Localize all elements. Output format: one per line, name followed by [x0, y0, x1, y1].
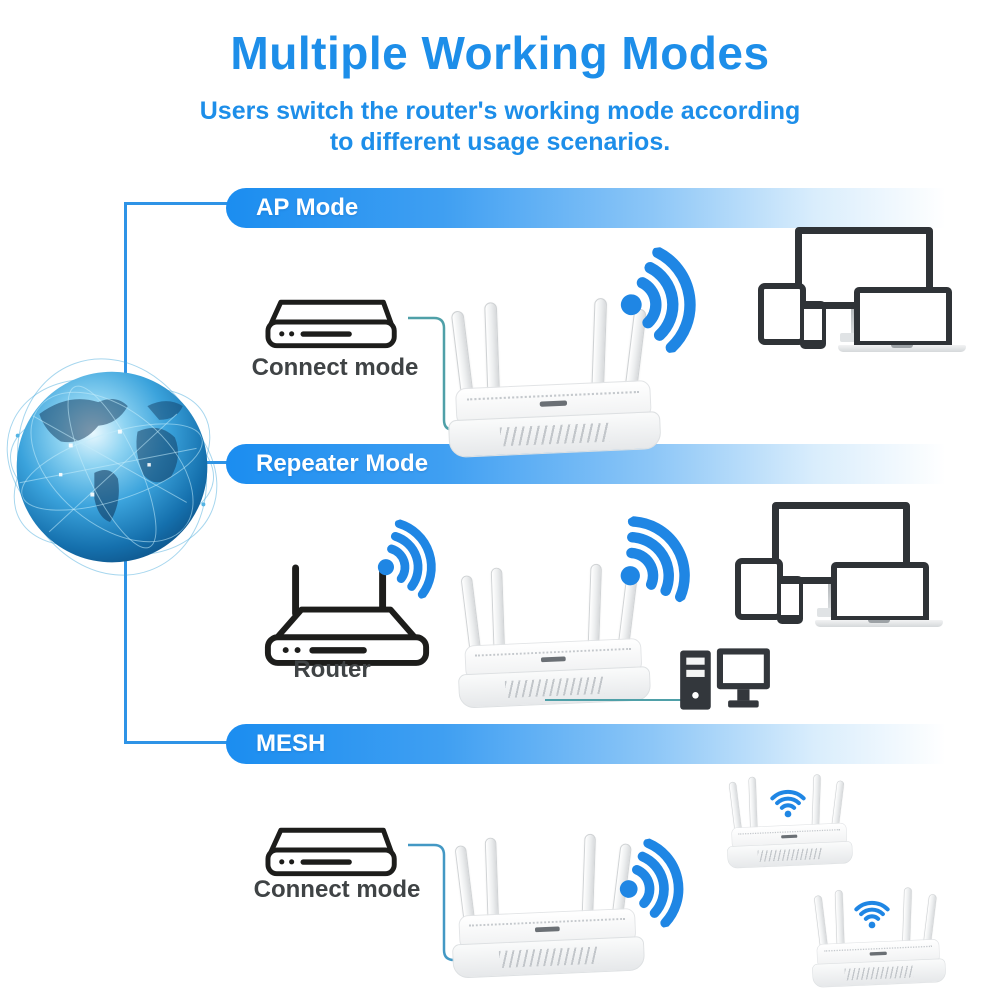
- laptop-icon: [831, 562, 929, 622]
- tablet-icon: [735, 558, 783, 620]
- router-body: [447, 379, 662, 459]
- ap-connect-mode-label: Connect mode: [251, 354, 419, 381]
- wifi-beam-icon: [620, 516, 690, 603]
- modem-icon: [265, 827, 397, 877]
- router-front: [447, 411, 662, 459]
- wifi-beam-icon: [377, 519, 436, 599]
- router-front: [457, 666, 652, 709]
- banner-ap-mode: AP Mode: [226, 188, 1000, 228]
- mesh-cable: [408, 843, 538, 962]
- router-front: [451, 936, 646, 979]
- modem-icon: [265, 299, 397, 349]
- router-antenna: [834, 889, 845, 950]
- ap-client-devices: [750, 227, 970, 357]
- laptop-base: [838, 345, 966, 352]
- router-body: [811, 938, 947, 988]
- router-antenna: [811, 774, 821, 831]
- wifi-fan-icon: [770, 789, 806, 818]
- network-globe-icon: [6, 358, 218, 576]
- router-antenna: [490, 567, 506, 654]
- page-title: Multiple Working Modes: [230, 27, 770, 79]
- mesh-connect-mode-label: Connect mode: [253, 876, 421, 903]
- connector-ap-line: [124, 202, 232, 205]
- banner-ap-mode-label: AP Mode: [256, 194, 359, 221]
- laptop-base: [815, 620, 943, 627]
- router-antenna: [484, 302, 501, 397]
- subtitle-line-2: to different usage scenarios.: [329, 128, 671, 156]
- wifi-beam-icon: [619, 838, 684, 928]
- router-antenna: [587, 563, 602, 650]
- subtitle-line-1: Users switch the router's working mode a…: [199, 97, 801, 125]
- repeater-client-devices: [727, 502, 947, 632]
- router-antenna: [484, 837, 500, 924]
- router-body: [457, 637, 652, 709]
- desktop-pc-icon: [680, 648, 770, 710]
- phone-icon: [800, 301, 826, 349]
- tablet-icon: [758, 283, 806, 345]
- phone-icon: [777, 576, 803, 624]
- router-body: [451, 907, 646, 979]
- wifi-beam-icon: [620, 246, 696, 354]
- repeater-pc-cable: [545, 699, 681, 701]
- router-front: [726, 840, 854, 869]
- router-antenna: [748, 776, 758, 833]
- wifi-fan-icon: [854, 900, 890, 929]
- connector-mesh-line: [124, 741, 232, 744]
- page-subtitle: Users switch the router's working mode a…: [0, 96, 1000, 158]
- banner-repeater-mode-label: Repeater Mode: [256, 450, 429, 477]
- router-front: [811, 958, 947, 988]
- router-antenna: [591, 297, 608, 393]
- laptop-icon: [854, 287, 952, 347]
- connector-repeater-line: [198, 461, 232, 464]
- router-antenna: [902, 887, 913, 947]
- banner-mesh: MESH: [226, 724, 1000, 764]
- router-lineart-icon: [264, 564, 430, 666]
- router-body: [726, 822, 854, 869]
- banner-mesh-label: MESH: [256, 730, 326, 757]
- router-antenna: [581, 833, 596, 920]
- repeater-router-label: Router: [293, 656, 371, 683]
